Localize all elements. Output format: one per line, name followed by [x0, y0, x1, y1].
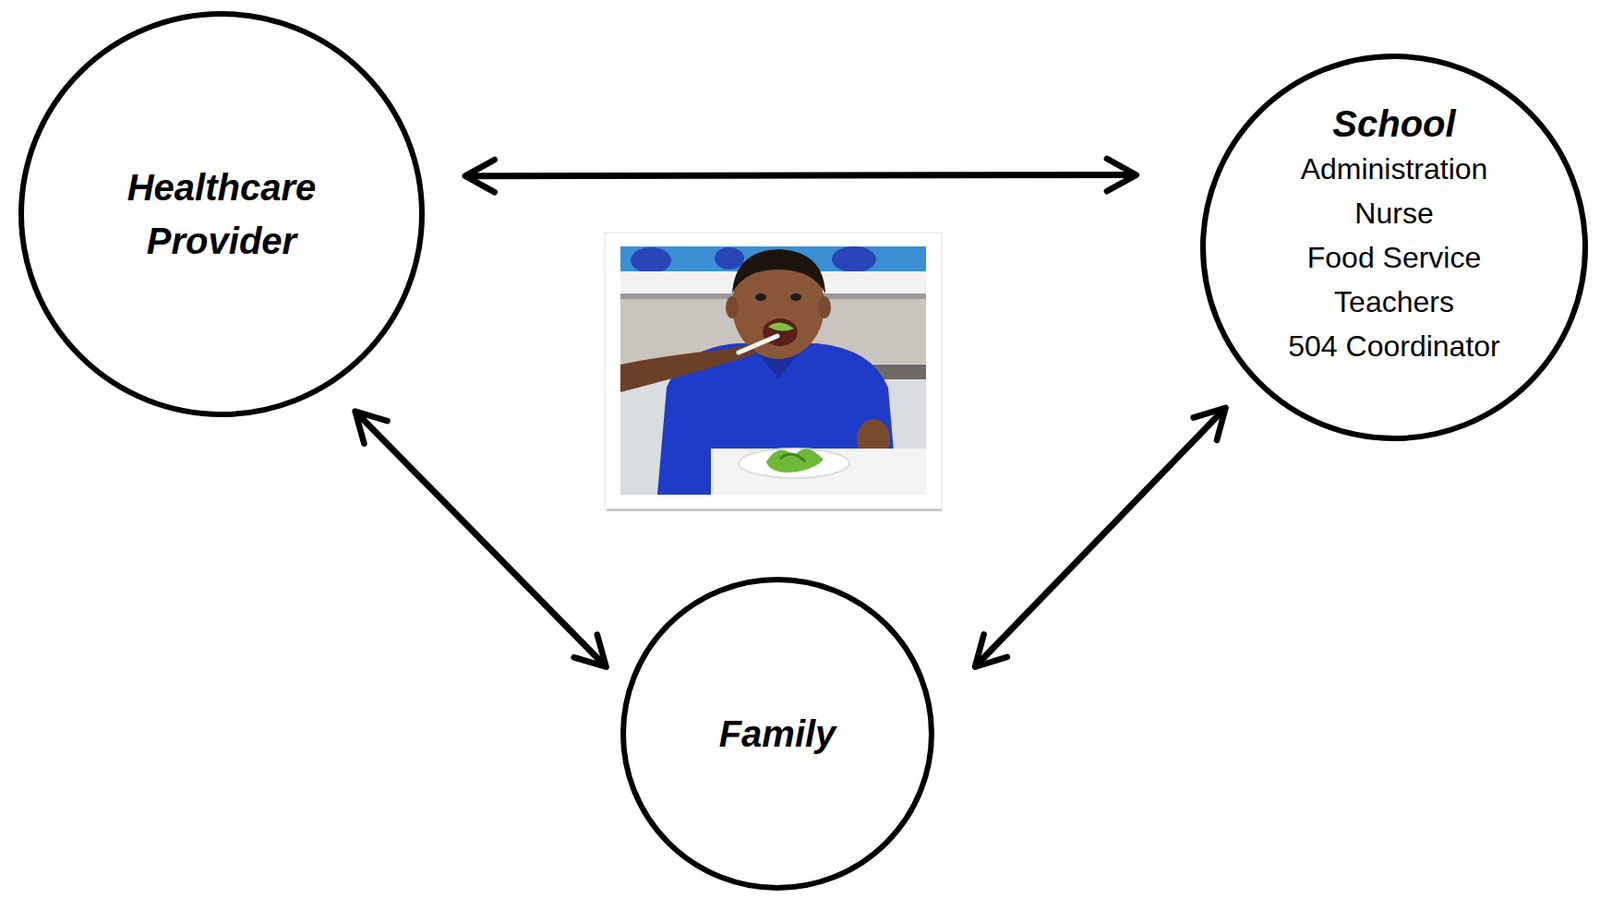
node-text-group: SchoolAdministrationNurseFood ServiceTea… — [1227, 100, 1561, 369]
double-arrow — [974, 408, 1226, 668]
node-item: 504 Coordinator — [1287, 324, 1500, 369]
node-item: Nurse — [1354, 191, 1433, 236]
node-item: Administration — [1300, 146, 1489, 192]
circle-border — [21, 13, 422, 415]
circle-node: SchoolAdministrationNurseFood ServiceTea… — [1200, 53, 1588, 442]
double-arrow — [355, 411, 607, 668]
circle-border — [623, 579, 932, 889]
node-heading: School — [1332, 100, 1456, 147]
circle-border — [1203, 56, 1586, 439]
node-text-group: Family — [657, 709, 898, 758]
double-arrow — [465, 175, 1137, 177]
circle-node: Family — [620, 577, 935, 891]
circle-outline — [18, 11, 425, 418]
node-item: Teachers — [1334, 279, 1455, 325]
node-item: Food Service — [1307, 235, 1482, 280]
node-text-group: Healthcare Provider — [83, 160, 361, 268]
node-heading: Healthcare Provider — [83, 160, 361, 268]
node-heading: Family — [719, 709, 837, 758]
circle-node: Healthcare Provider — [18, 11, 425, 418]
child-photo — [604, 232, 942, 512]
